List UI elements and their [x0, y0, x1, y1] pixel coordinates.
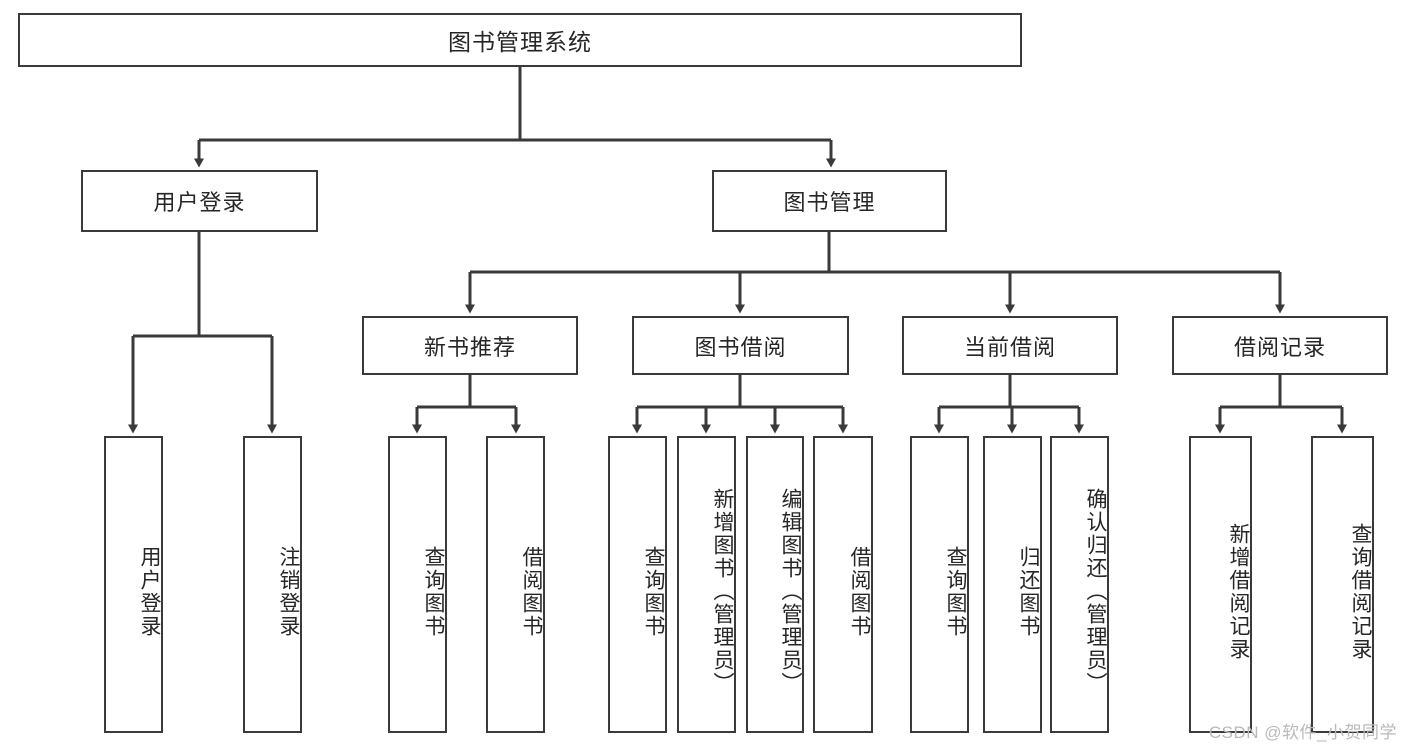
leaf-current-return-books[interactable]: 归还图书: [983, 436, 1042, 733]
node-borrow-records[interactable]: 借阅记录: [1172, 316, 1388, 375]
leaf-borrow-query-books[interactable]: 查询图书: [608, 436, 667, 733]
node-current-borrowing[interactable]: 当前借阅: [902, 316, 1118, 375]
leaf-user-login[interactable]: 用户登录: [104, 436, 163, 733]
node-root-book-management-system[interactable]: 图书管理系统: [18, 13, 1022, 67]
leaf-record-add-borrow-record[interactable]: 新增借阅记录: [1189, 436, 1252, 733]
leaf-record-query-borrow-record[interactable]: 查询借阅记录: [1311, 436, 1374, 733]
leaf-user-logout[interactable]: 注销登录: [243, 436, 302, 733]
node-book-management[interactable]: 图书管理: [712, 170, 947, 232]
leaf-borrow-add-book-admin[interactable]: 新增图书（管理员）: [677, 436, 736, 733]
leaf-newbook-borrow-books[interactable]: 借阅图书: [486, 436, 545, 733]
leaf-borrow-lend-books[interactable]: 借阅图书: [813, 436, 873, 733]
node-user-login[interactable]: 用户登录: [81, 170, 318, 232]
leaf-newbook-query-books[interactable]: 查询图书: [388, 436, 447, 733]
node-new-book-recommend[interactable]: 新书推荐: [362, 316, 578, 375]
node-book-borrowing[interactable]: 图书借阅: [632, 316, 849, 375]
leaf-current-confirm-return-admin[interactable]: 确认归还（管理员）: [1050, 436, 1109, 733]
leaf-borrow-edit-book-admin[interactable]: 编辑图书（管理员）: [746, 436, 804, 733]
watermark-text: CSDN @软件_小贺同学: [1208, 723, 1397, 742]
leaf-current-query-books[interactable]: 查询图书: [910, 436, 969, 733]
